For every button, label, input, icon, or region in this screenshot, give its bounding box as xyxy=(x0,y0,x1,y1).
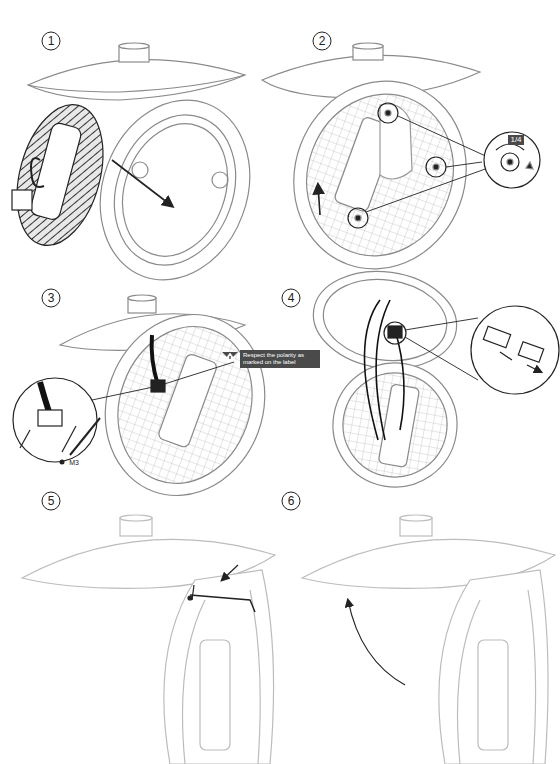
rotation-mark: 1/4 xyxy=(508,135,523,145)
step-number: 2 xyxy=(319,35,326,47)
step-number: 1 xyxy=(48,35,55,47)
screw-size: M3 xyxy=(69,459,79,466)
step-number: 5 xyxy=(48,495,55,507)
warning-text: Respect the polarity as marked on the la… xyxy=(243,352,317,366)
step-number: 3 xyxy=(48,292,55,304)
step-number: 6 xyxy=(288,495,295,507)
step-number: 4 xyxy=(288,292,295,304)
warning-box: Respect the polarity as marked on the la… xyxy=(240,350,320,368)
